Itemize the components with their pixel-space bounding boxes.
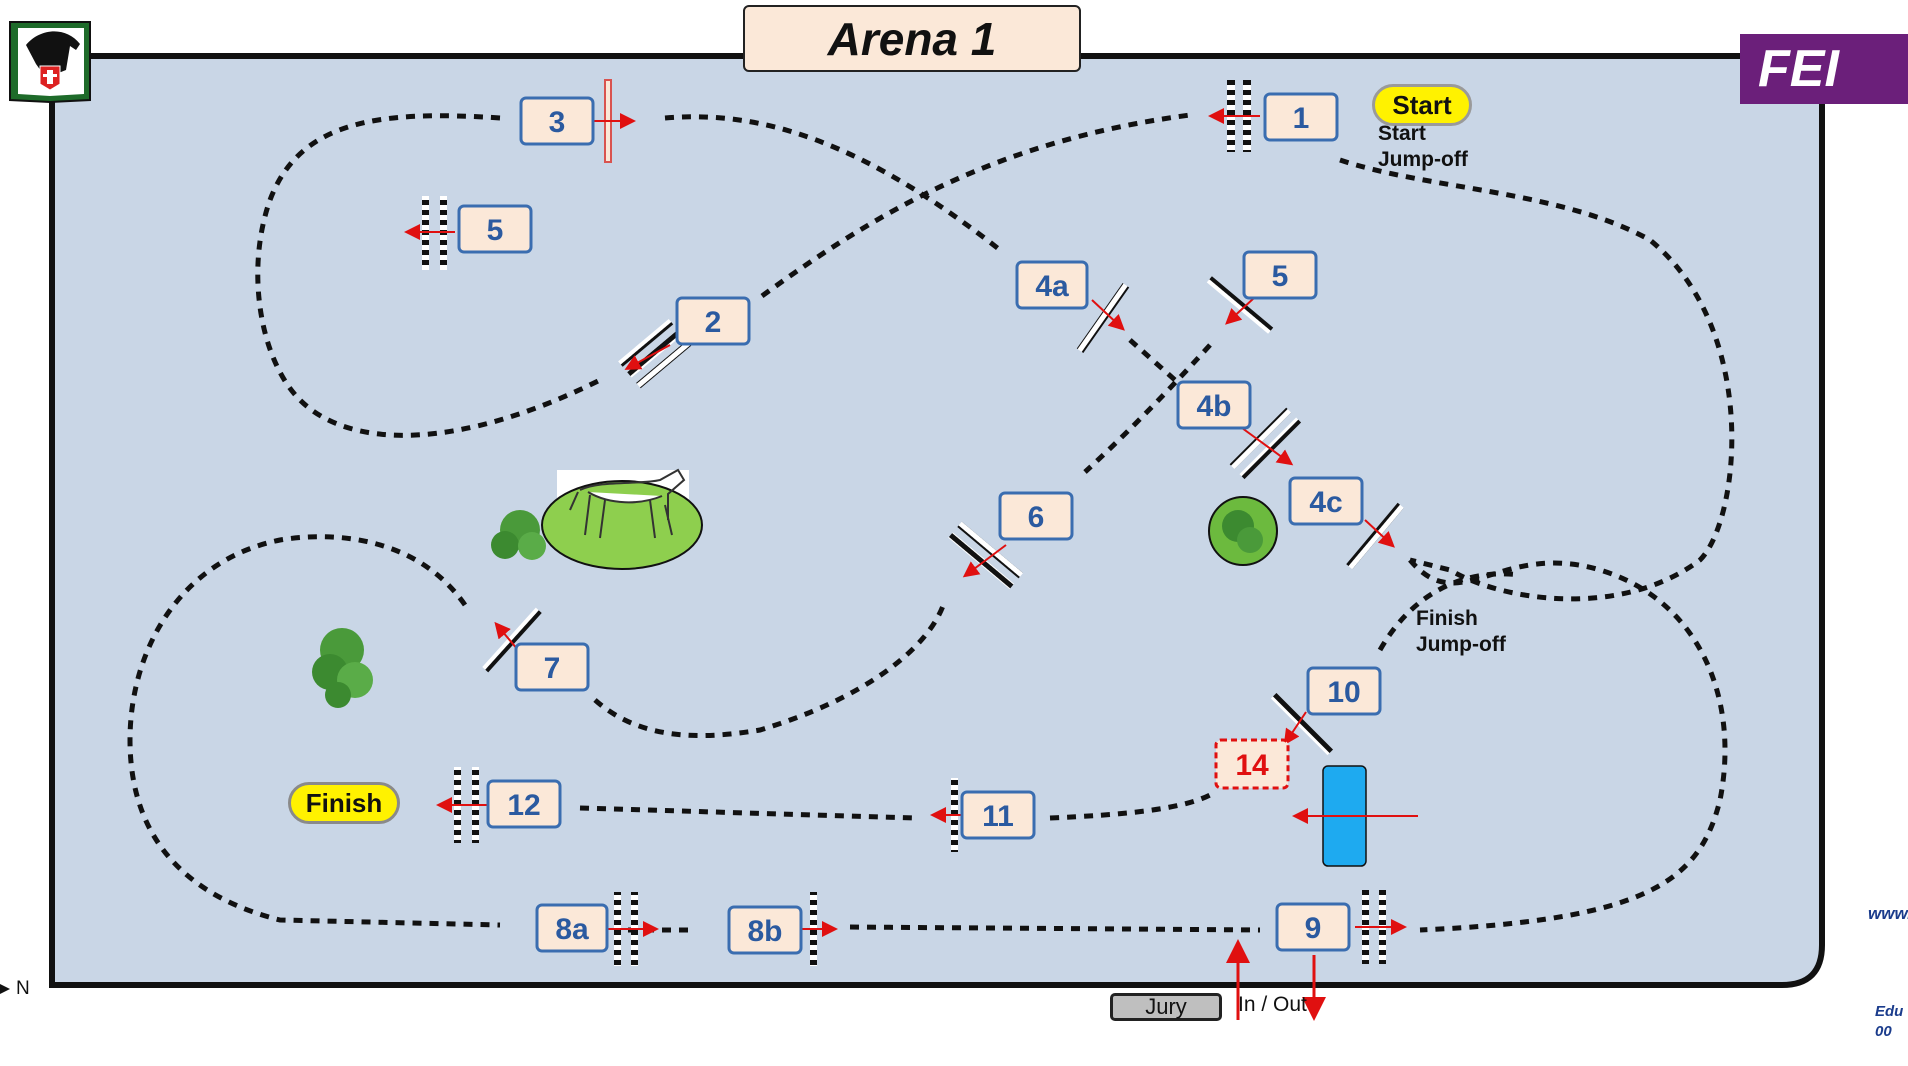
obstacle-5-right-box [1242, 250, 1318, 300]
obstacle-8b-label: 8b [747, 915, 782, 948]
obstacle-9-label: 9 [1305, 912, 1322, 945]
obstacle-3-label: 3 [549, 106, 566, 139]
obstacle-14-box [1214, 738, 1290, 790]
north-letter: N [16, 978, 30, 999]
obstacle-4c-box [1288, 476, 1364, 526]
obstacle-5-left-fence [404, 196, 455, 270]
obstacle-5-right-label: 5 [1272, 260, 1289, 293]
finish-jumpoff-label: Finish Jump-off [1416, 606, 1506, 658]
bush-icon [491, 510, 546, 560]
obstacle-3-box [519, 96, 595, 146]
obstacle-4a-box [1015, 260, 1089, 310]
course-route [127, 112, 1735, 933]
obstacle-5-left-box [457, 204, 533, 254]
obstacle-1-box [1263, 92, 1339, 142]
obstacle-7-fence [482, 607, 542, 673]
footer-fragment-line-2: 00 [1875, 1023, 1892, 1040]
obstacle-12-fence [436, 767, 490, 843]
obstacle-7-label: 7 [544, 652, 561, 685]
finish-jumpoff-line-2: Jump-off [1416, 633, 1506, 656]
obstacle-2-label: 2 [705, 306, 722, 339]
obstacle-4a-label: 4a [1035, 270, 1069, 303]
start-jumpoff-line-1: Start [1378, 122, 1426, 145]
obstacle-10-label: 10 [1327, 676, 1360, 709]
obstacle-4c-label: 4c [1309, 486, 1342, 519]
obstacle-11-label: 11 [982, 800, 1014, 833]
start-badge: Start [1372, 84, 1472, 126]
arena-outline [49, 53, 1825, 988]
obstacle-4c-fence [1346, 502, 1404, 570]
obstacle-8b-fence [800, 892, 838, 966]
obstacle-12-box [486, 779, 562, 829]
fei-logo-text: FEI [1758, 40, 1839, 98]
obstacle-10-fence [1270, 692, 1334, 756]
obstacle-1-label: 1 [1293, 102, 1310, 135]
horse-statue-icon [541, 468, 703, 570]
obstacle-5-left-label: 5 [487, 214, 504, 247]
bush-icon [1208, 496, 1278, 566]
obstacle-1-fence [1208, 80, 1260, 152]
obstacle-10-box [1306, 666, 1382, 716]
north-arrow-icon [0, 984, 10, 994]
obstacle-6-label: 6 [1028, 501, 1045, 534]
start-jumpoff-label: Start Jump-off [1378, 121, 1468, 173]
obstacle-9-fence [1355, 890, 1407, 964]
obstacle-12-label: 12 [507, 789, 540, 822]
obstacle-4a-fence [1076, 282, 1130, 354]
in-out-label: In / Out [1238, 993, 1307, 1016]
obstacle-8a-label: 8a [555, 913, 589, 946]
obstacle-6-fence [948, 521, 1024, 590]
footer-fragment: Edu 00 [1875, 1002, 1903, 1042]
obstacle-4b-label: 4b [1196, 390, 1231, 423]
website-fragment: www. [1868, 904, 1908, 923]
obstacle-9-box [1275, 902, 1351, 952]
obstacle-2-box [675, 296, 751, 346]
arena-title: Arena 1 [743, 5, 1081, 72]
obstacle-8a-fence [605, 892, 659, 966]
obstacle-5-right-fence [1206, 276, 1274, 334]
bush-icon [312, 628, 373, 708]
obstacle-8b-box [727, 905, 803, 955]
finish-badge: Finish [288, 782, 400, 824]
obstacle-7-box [514, 642, 590, 692]
footer-fragment-line-1: Edu [1875, 1003, 1904, 1020]
north-label: N [0, 978, 30, 1000]
obstacle-4b-box [1176, 380, 1252, 430]
obstacle-3-fence [590, 79, 636, 163]
obstacle-14-label: 14 [1235, 749, 1269, 782]
finish-jumpoff-line-1: Finish [1416, 607, 1478, 630]
obstacle-11-box [960, 790, 1036, 840]
obstacle-8a-box [535, 903, 609, 953]
fei-logo: FEI [1740, 34, 1908, 104]
jury-box: Jury [1110, 993, 1222, 1021]
obstacle-6-box [998, 491, 1074, 541]
slovak-federation-logo [9, 21, 91, 104]
start-jumpoff-line-2: Jump-off [1378, 148, 1468, 171]
